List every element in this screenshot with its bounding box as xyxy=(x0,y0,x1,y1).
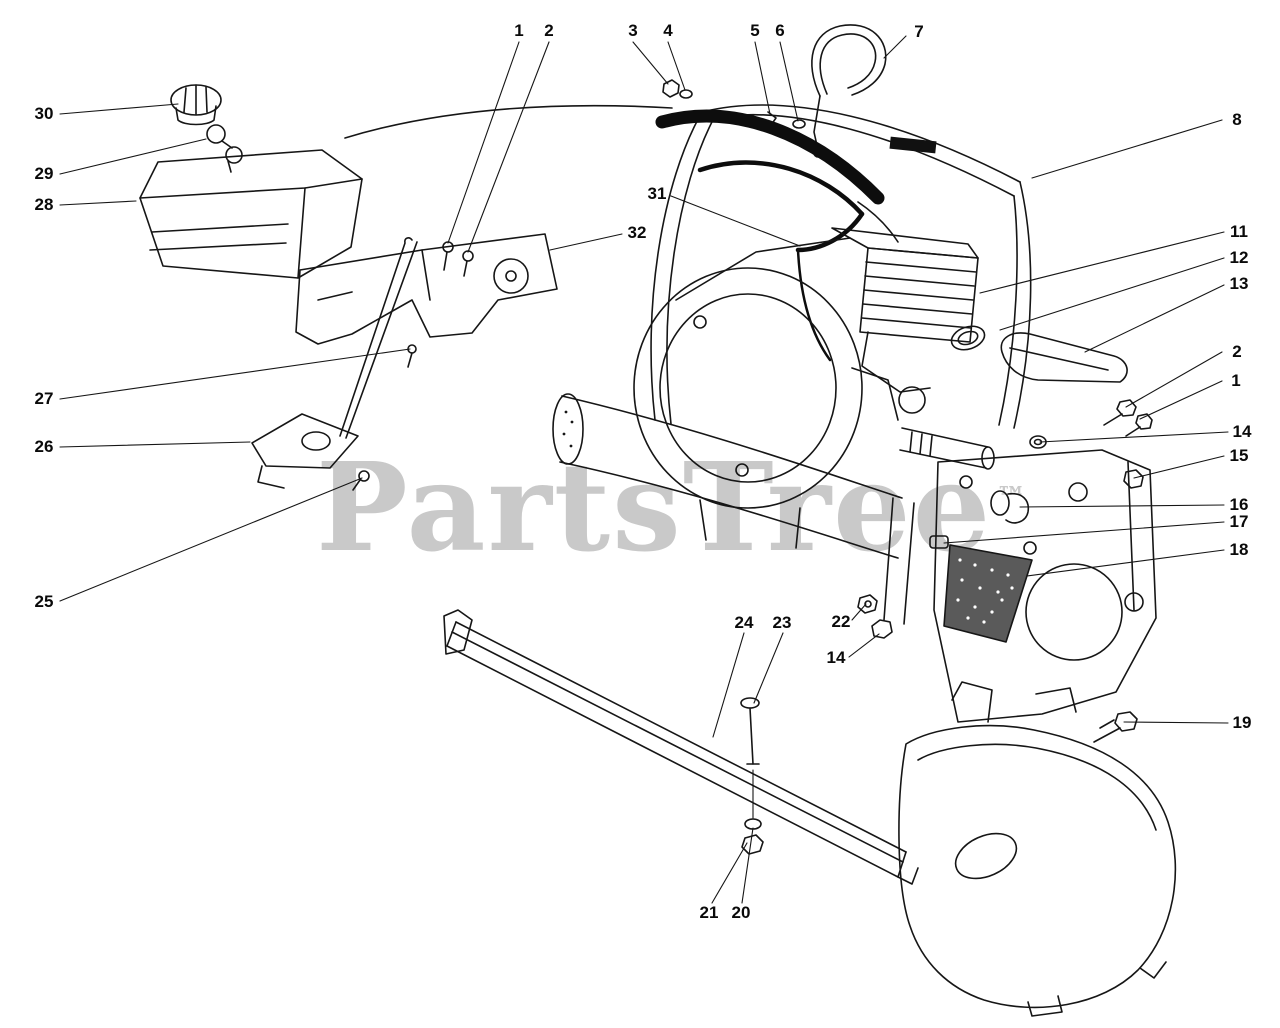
carriage-screw-23 xyxy=(740,697,760,765)
callout-8: 8 xyxy=(1232,110,1242,129)
belt-cover xyxy=(898,681,1177,1017)
nut-14-lower xyxy=(871,619,893,639)
control-rod xyxy=(339,237,418,439)
callout-13: 13 xyxy=(1229,274,1249,293)
callout-31: 31 xyxy=(647,184,667,203)
leader-lines xyxy=(59,35,1229,904)
callout-28: 28 xyxy=(34,195,54,214)
callout-2-right: 2 xyxy=(1232,342,1242,361)
nut-15 xyxy=(1123,469,1144,489)
callout-5: 5 xyxy=(750,21,760,40)
callout-23: 23 xyxy=(772,613,792,632)
nut-22 xyxy=(857,594,878,614)
throttle-cable xyxy=(697,160,865,217)
callout-22: 22 xyxy=(831,612,851,631)
clamp-16 xyxy=(990,490,1030,524)
callout-14-right: 14 xyxy=(1232,422,1252,441)
rod-bracket xyxy=(251,413,370,491)
callout-21: 21 xyxy=(699,903,719,922)
mounting-bracket xyxy=(295,233,558,345)
callout-29: 29 xyxy=(34,164,54,183)
callout-16: 16 xyxy=(1229,495,1249,514)
callout-11: 11 xyxy=(1230,222,1248,241)
callout-1-top: 1 xyxy=(514,21,524,40)
washer-6 xyxy=(792,119,806,129)
watermark-text: PartsTree xyxy=(316,435,993,579)
starter-handle xyxy=(811,24,887,158)
callout-6: 6 xyxy=(775,21,785,40)
engine-assembly xyxy=(633,227,1128,549)
callout-3: 3 xyxy=(628,21,638,40)
blower-housing xyxy=(633,267,863,509)
callout-7: 7 xyxy=(914,22,924,41)
callout-19: 19 xyxy=(1232,713,1252,732)
cylinder-shroud xyxy=(831,227,979,259)
spacer-17 xyxy=(929,535,949,549)
exhaust-gasket xyxy=(950,325,986,351)
screw-1 xyxy=(442,241,454,253)
callout-15: 15 xyxy=(1229,446,1249,465)
screw-2 xyxy=(462,250,474,262)
nut-21 xyxy=(741,834,764,855)
bolt-25 xyxy=(358,470,370,482)
primer-parts xyxy=(206,124,243,173)
washer-20 xyxy=(744,818,762,830)
washer-4 xyxy=(679,89,693,99)
callout-12: 12 xyxy=(1229,248,1249,267)
callout-26: 26 xyxy=(34,437,54,456)
fuel-tank xyxy=(139,84,363,279)
callout-24: 24 xyxy=(734,613,754,632)
callout-30: 30 xyxy=(34,104,54,123)
handlebar xyxy=(650,104,1032,429)
handle-grip xyxy=(655,109,885,205)
callout-2-top: 2 xyxy=(544,21,554,40)
callout-1-right: 1 xyxy=(1231,371,1241,390)
callout-14-bottom: 14 xyxy=(826,648,846,667)
watermark-trademark-symbol: ™ xyxy=(996,481,1027,517)
cable-sleeve xyxy=(889,136,937,154)
cylinder-fins xyxy=(859,247,979,343)
scraper-bar xyxy=(443,609,919,885)
crankshaft xyxy=(899,427,995,470)
bolt-19 xyxy=(1093,711,1138,743)
nut-3 xyxy=(662,79,680,98)
callout-27: 27 xyxy=(34,389,54,408)
muffler xyxy=(1000,332,1128,383)
spark-plug-wire xyxy=(857,201,899,243)
callout-20: 20 xyxy=(731,903,751,922)
callout-18: 18 xyxy=(1229,540,1249,559)
callout-17: 17 xyxy=(1229,512,1249,531)
callout-32: 32 xyxy=(627,223,647,242)
mounting-gasket-18 xyxy=(943,544,1033,643)
callout-4: 4 xyxy=(663,21,673,40)
bolt-1-right xyxy=(1125,413,1153,437)
washer-14-right xyxy=(1029,435,1047,449)
callout-25: 25 xyxy=(34,592,54,611)
main-frame-tube xyxy=(552,393,915,639)
side-plate xyxy=(857,399,1157,743)
carburetor xyxy=(861,331,931,393)
bolt-2-right xyxy=(1103,399,1137,426)
